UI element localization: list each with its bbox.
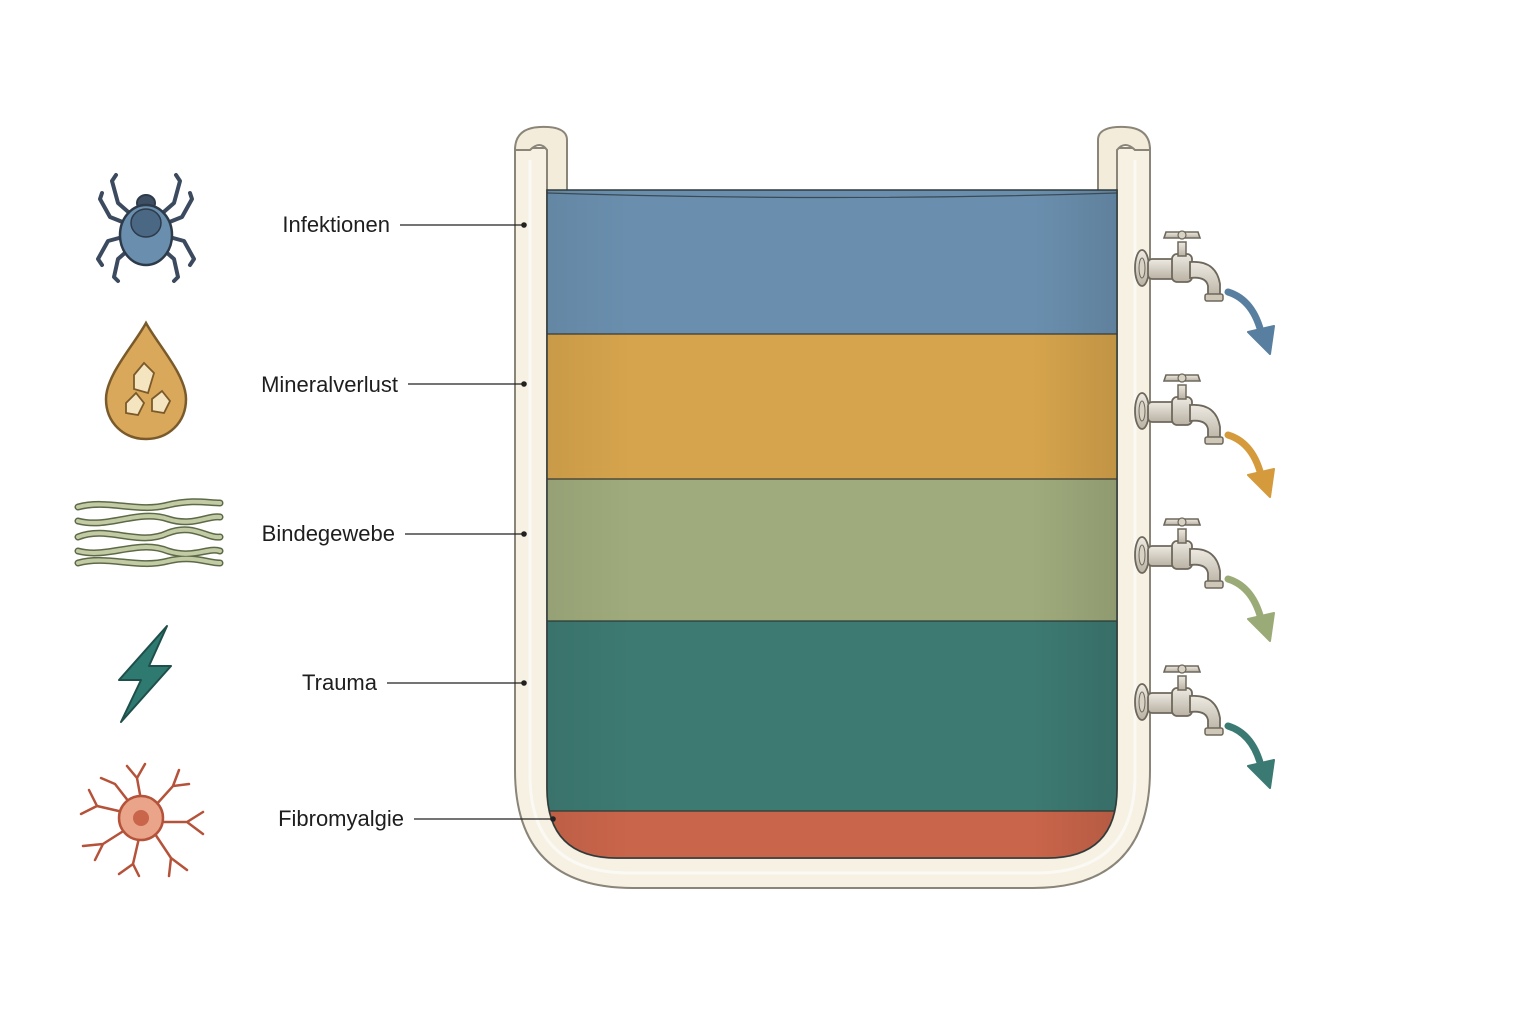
label-fibromyalgie: Fibromyalgie — [278, 806, 404, 831]
vessel-left-rim — [513, 125, 568, 196]
mineral-drop-icon — [104, 320, 188, 441]
vessel-right-rim — [1097, 125, 1152, 196]
faucet-3 — [1134, 517, 1224, 589]
connective-fibers-icon — [74, 498, 224, 568]
tick-icon — [96, 173, 196, 283]
outflow-arrow-2 — [1224, 431, 1275, 498]
outflow-arrow-4 — [1224, 722, 1275, 789]
faucet-1 — [1134, 230, 1224, 302]
layer-labels: Infektionen Mineralverlust Bindegewebe T… — [261, 212, 556, 831]
faucet-4 — [1134, 664, 1224, 736]
nerve-cell-icon — [79, 762, 205, 878]
outflow-arrow-3 — [1224, 575, 1275, 642]
lightning-icon — [118, 625, 172, 723]
label-mineralverlust: Mineralverlust — [261, 372, 398, 397]
outflow-arrow-1 — [1224, 288, 1275, 355]
vessel-layers — [547, 190, 1117, 858]
label-infektionen: Infektionen — [282, 212, 390, 237]
faucets — [1134, 230, 1275, 789]
faucet-2 — [1134, 373, 1224, 445]
label-bindegewebe: Bindegewebe — [262, 521, 395, 546]
label-trauma: Trauma — [302, 670, 378, 695]
